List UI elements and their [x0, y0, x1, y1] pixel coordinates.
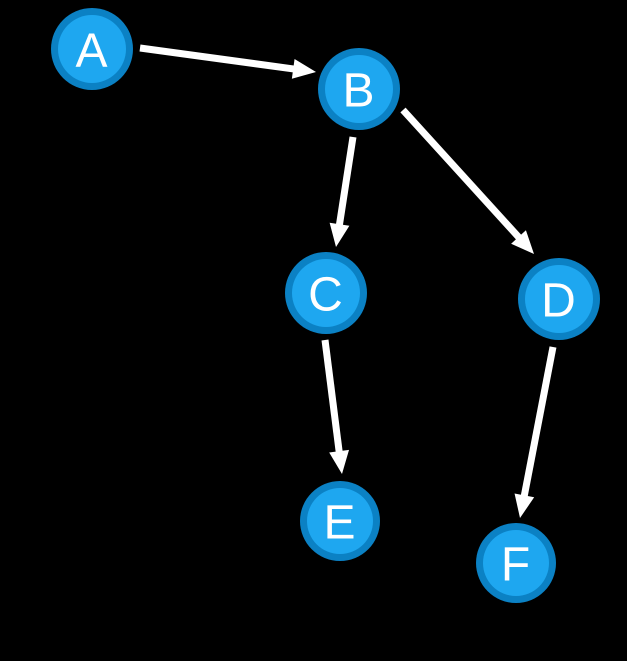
edge-line-B-C — [335, 136, 357, 227]
node-body-F — [483, 530, 549, 596]
edge-D-F — [514, 346, 557, 518]
node-E[interactable]: E — [300, 481, 380, 561]
edge-B-D — [400, 107, 534, 254]
edge-line-A-B — [139, 44, 296, 73]
node-body-E — [307, 488, 373, 554]
arrowhead-icon-A-B — [291, 58, 316, 79]
node-body-D — [525, 265, 593, 333]
node-body-C — [292, 259, 360, 327]
node-label-D: D — [541, 275, 577, 328]
node-A[interactable]: A — [51, 8, 133, 90]
arrowhead-icon-C-E — [329, 449, 350, 474]
edge-A-B — [139, 44, 316, 79]
node-label-C: C — [308, 269, 344, 322]
edge-line-C-E — [321, 339, 343, 454]
edge-C-E — [321, 339, 350, 474]
arrowhead-icon-B-C — [329, 222, 350, 247]
node-B[interactable]: B — [318, 48, 400, 130]
node-D[interactable]: D — [518, 258, 600, 340]
node-label-E: E — [323, 497, 356, 550]
edge-B-C — [329, 136, 357, 247]
node-label-B: B — [342, 65, 375, 118]
arrowhead-icon-B-D — [511, 230, 534, 254]
node-label-A: A — [75, 25, 108, 78]
node-F[interactable]: F — [476, 523, 556, 603]
node-C[interactable]: C — [285, 252, 367, 334]
node-label-F: F — [501, 539, 531, 592]
edge-line-D-F — [520, 346, 557, 499]
edge-line-B-D — [400, 107, 523, 241]
node-body-A — [58, 15, 126, 83]
node-body-B — [325, 55, 393, 123]
arrowhead-icon-D-F — [514, 493, 535, 518]
